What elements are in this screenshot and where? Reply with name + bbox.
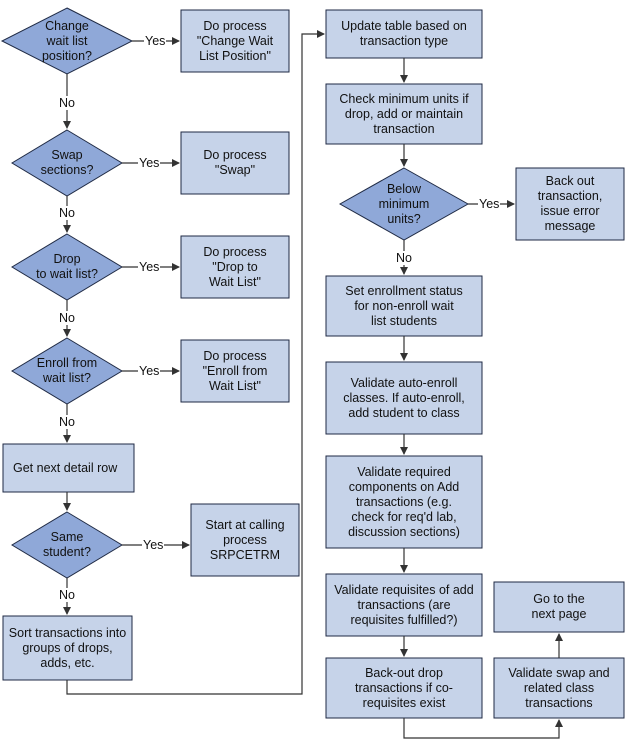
box-backout-drop [325, 657, 483, 719]
step-validate-swap: Validate swap and related class transact… [508, 665, 610, 710]
process-drop-wait-list: Do process "Drop to Wait List" [203, 244, 267, 289]
decision-enroll-wait-list: Enroll from wait list? [36, 356, 98, 385]
box-next-page [493, 581, 625, 633]
step-back-out-transaction: Back out transaction, issue error messag… [537, 174, 603, 233]
step-validate-requisites: Validate requisites of add transactions … [334, 582, 474, 627]
edge-label-yes: Yes [142, 538, 165, 552]
box-swap-related [493, 657, 625, 719]
box-set-status [325, 275, 483, 337]
box-change-process [180, 9, 290, 73]
step-back-out-drop: Back-out drop transactions if co- requis… [355, 665, 453, 710]
step-validate-components: Validate required components on Add tran… [348, 464, 460, 539]
process-change-wait-list: Do process "Change Wait List Position" [196, 18, 274, 63]
decision-swap-sections: Swap sections? [40, 148, 94, 177]
step-next-page: Go to the next page [531, 592, 587, 621]
step-update-table: Update table based on transaction type [341, 19, 467, 48]
edge-label-yes: Yes [478, 197, 501, 211]
step-set-enrollment-status: Set enrollment status for non-enroll wai… [345, 283, 463, 328]
edge-label-no: No [58, 415, 76, 429]
edge-label-no: No [58, 588, 76, 602]
box-enroll-process [180, 339, 290, 403]
step-validate-auto-enroll: Validate auto-enroll classes. If auto-en… [343, 375, 465, 420]
edge-label-no: No [395, 251, 413, 265]
box-components [325, 455, 483, 549]
box-backout [515, 167, 625, 241]
box-update [325, 9, 483, 59]
process-calling-srpcetrm: Start at calling process SRPCETRM [205, 517, 285, 562]
process-enroll-wait-list: Do process "Enroll from Wait List" [202, 348, 268, 393]
edge-label-no: No [58, 206, 76, 220]
box-calling-process [190, 503, 300, 577]
decision-same-student: Same student? [43, 530, 91, 559]
edge-label-yes: Yes [138, 260, 161, 274]
edge-label-yes: Yes [138, 364, 161, 378]
step-sort-transactions: Sort transactions into groups of drops, … [8, 625, 127, 670]
box-requisites [325, 573, 483, 637]
box-drop-process [180, 235, 290, 299]
box-swap-process [180, 131, 290, 195]
edge-label-no: No [58, 311, 76, 325]
step-check-minimum: Check minimum units if drop, add or main… [339, 91, 469, 136]
edge-label-yes: Yes [144, 34, 167, 48]
decision-drop-wait-list: Drop to wait list? [36, 252, 98, 281]
step-next-detail-row: Get next detail row [13, 460, 118, 475]
box-auto-enroll [325, 361, 483, 435]
edge-label-yes: Yes [138, 156, 161, 170]
process-swap: Do process "Swap" [203, 148, 267, 177]
decision-change-wait-list: Change wait list position? [41, 18, 93, 63]
decision-below-minimum: Below minimum units? [378, 181, 430, 226]
box-next-row [2, 443, 135, 493]
edge-label-no: No [58, 96, 76, 110]
